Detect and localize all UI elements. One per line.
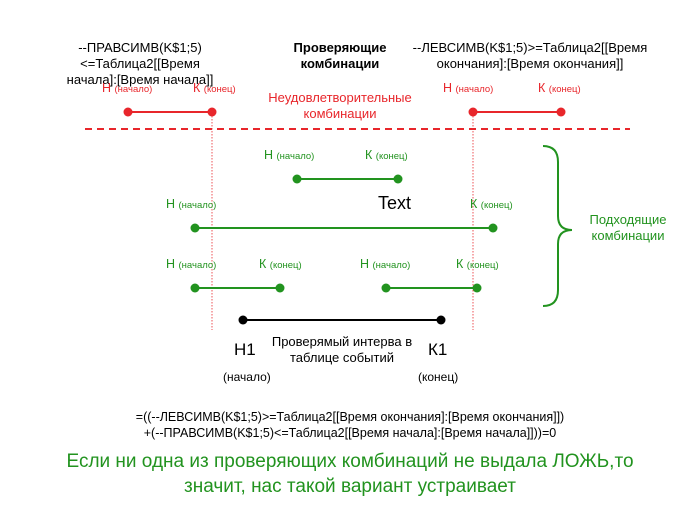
- checked-start-label: Н1: [234, 340, 256, 359]
- green-dot-row3b-start: [381, 283, 391, 293]
- green-row3b-end-label: К (конец): [456, 257, 499, 271]
- green-dot-row1-end: [393, 174, 403, 184]
- checked-caption: Проверямый интерва в таблице событий: [271, 334, 413, 365]
- checked-end-label: К1: [428, 340, 448, 359]
- green-dot-row3b-end: [472, 283, 482, 293]
- green-row1-end-label: К (конец): [365, 148, 408, 162]
- red-dot-left-end: [207, 107, 217, 117]
- red-dot-right-start: [468, 107, 478, 117]
- green-dot-row1-start: [292, 174, 302, 184]
- green-dot-row3a-start: [190, 283, 200, 293]
- black-dot-end: [436, 315, 446, 325]
- header-left-formula: --ПРАВСИМВ(K$1;5)<=Таблица2[[Время начал…: [66, 40, 214, 87]
- green-row1-start-label: Н (начало): [264, 148, 315, 162]
- green-row3a-start-label: Н (начало): [166, 257, 217, 271]
- header-center-title: Проверяющие комбинации: [293, 40, 387, 71]
- unsatisfactory-caption: Неудовлетворительные комбинации: [268, 90, 412, 121]
- red-right-end-label: К (конец): [538, 81, 581, 95]
- green-dot-row3a-end: [275, 283, 285, 293]
- footer-conclusion: Если ни одна из проверяющих комбинаций н…: [66, 451, 634, 497]
- footer-formula: =((--ЛЕВСИМВ(K$1;5)>=Таблица2[[Время око…: [135, 410, 565, 440]
- black-dot-start: [238, 315, 248, 325]
- red-left-end-label: К (конец): [193, 81, 236, 95]
- green-row2-start-label: Н (начало): [166, 197, 217, 211]
- green-row2-end-label: К (конец): [470, 197, 513, 211]
- checked-start-note: (начало): [223, 370, 271, 384]
- suitable-caption: Подходящие комбинации: [589, 212, 667, 243]
- green-dot-row2-start: [190, 223, 200, 233]
- red-left-start-label: Н (начало): [102, 81, 153, 95]
- stray-text: Text: [378, 193, 412, 213]
- checked-end-note: (конец): [418, 370, 459, 384]
- red-dot-left-start: [123, 107, 133, 117]
- suitable-brace: [542, 145, 573, 307]
- green-dot-row2-end: [488, 223, 498, 233]
- red-dot-right-end: [556, 107, 566, 117]
- green-row3b-start-label: Н (начало): [360, 257, 411, 271]
- red-right-start-label: Н (начало): [443, 81, 494, 95]
- green-row3a-end-label: К (конец): [259, 257, 302, 271]
- header-right-formula: --ЛЕВСИМВ(K$1;5)>=Таблица2[[Время оконча…: [412, 40, 648, 71]
